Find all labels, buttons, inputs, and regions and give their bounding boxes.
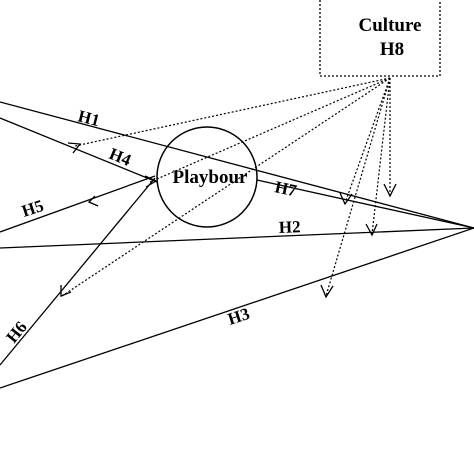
- path-h2: [0, 227, 474, 249]
- moderation-line-h1: [74, 77, 391, 147]
- label-h7: H7: [273, 177, 299, 200]
- moderation-line-h3: [325, 77, 391, 297]
- moderation-line-h6: [61, 77, 391, 297]
- arrowheads: [60, 142, 397, 299]
- path-h3: [0, 227, 474, 389]
- arrowhead-h7: [339, 192, 353, 206]
- path-h6: [0, 177, 156, 366]
- path-h5: [0, 175, 156, 233]
- arrowhead-h3: [320, 284, 334, 299]
- playbour-label: Playbour: [173, 167, 249, 188]
- moderation-line-h7: [344, 77, 391, 204]
- culture-moderation-lines: [61, 77, 391, 297]
- arrowhead-h6: [60, 285, 72, 297]
- path-h1: [0, 101, 474, 229]
- arrowhead-h5: [87, 195, 99, 207]
- label-h3: H3: [225, 304, 252, 329]
- label-h4: H4: [107, 144, 135, 170]
- path-h4: [0, 117, 158, 183]
- arrowhead-h1: [67, 142, 82, 154]
- arrowhead-h2: [365, 223, 378, 237]
- arrowhead-h8: [383, 183, 397, 198]
- culture-title: Culture: [359, 15, 422, 36]
- label-h6: H6: [2, 318, 30, 347]
- playbour-node: [156, 126, 258, 228]
- culture-box: [319, 0, 441, 77]
- moderation-line-h4: [149, 77, 391, 183]
- label-h2: H2: [278, 217, 300, 237]
- arrowhead-h4: [144, 175, 158, 188]
- path-h7: [256, 179, 474, 229]
- label-h1: H1: [76, 106, 102, 130]
- culture-hypothesis-label: H8: [380, 39, 404, 60]
